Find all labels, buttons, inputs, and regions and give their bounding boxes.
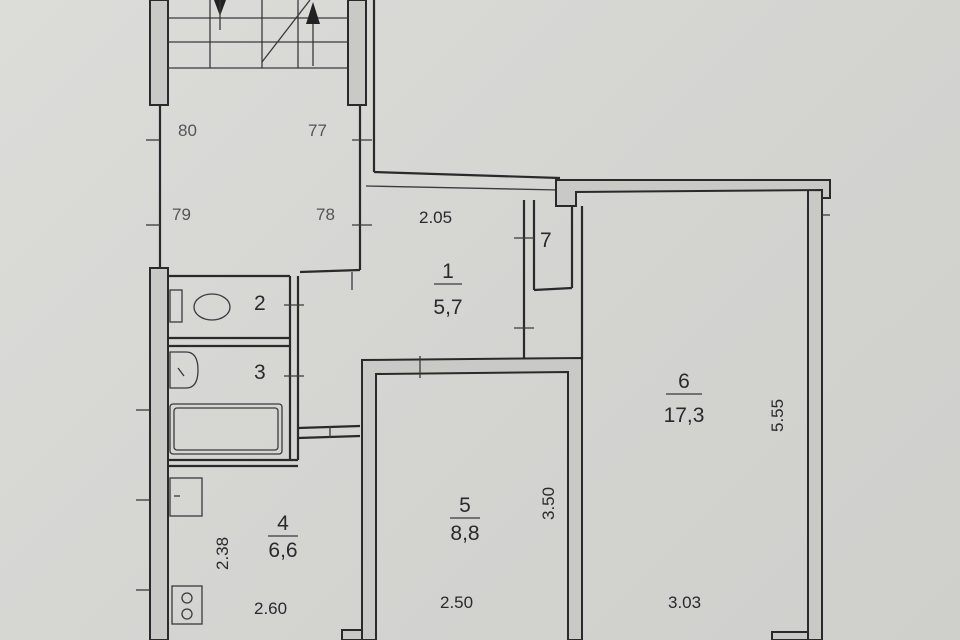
- north-wall-room6: [555, 179, 831, 207]
- toilet-icon: [169, 289, 231, 323]
- stair-wall-left: [149, 0, 169, 106]
- dimension-room6-length: 5.55: [768, 399, 787, 432]
- room-5-number: 5: [459, 494, 471, 517]
- room-4-number: 4: [277, 512, 289, 535]
- room-4-area: 6,6: [268, 539, 297, 562]
- room-5-area: 8,8: [450, 522, 479, 545]
- room-5: 5 8,8 3.50 2.50: [361, 356, 583, 640]
- staircase: [149, 0, 367, 106]
- arrow-up-icon: [306, 2, 320, 24]
- dimension-room4-width: 2.60: [254, 599, 287, 618]
- hall-and-closet: 2.05 1 5,7 7: [299, 200, 574, 360]
- sink-icon: [169, 351, 199, 389]
- stove-icon: [171, 585, 203, 625]
- room-7-number: 7: [540, 229, 552, 252]
- room-6-area: 17,3: [664, 404, 705, 427]
- apartment-number-77: 77: [308, 121, 327, 140]
- bathtub-icon: [169, 403, 283, 455]
- dimension-room5-width: 2.50: [440, 593, 473, 612]
- room-1-number: 1: [442, 260, 454, 283]
- room-6-number: 6: [678, 370, 690, 393]
- room-1-area: 5,7: [433, 296, 462, 319]
- dimension-room6-width: 3.03: [668, 593, 701, 612]
- wet-rooms: 2 3: [168, 274, 304, 468]
- east-wall: [807, 189, 823, 640]
- dimension-room4-length: 2.38: [213, 537, 232, 570]
- west-wall: [149, 267, 169, 640]
- stair-wall-right: [347, 0, 367, 106]
- room-2-number: 2: [254, 292, 266, 315]
- room-5-walls: [361, 356, 583, 640]
- landing: 80 77 79 78: [146, 0, 561, 270]
- kitchen-sink-icon: [169, 477, 203, 517]
- dimension-room5-length: 3.50: [539, 487, 558, 520]
- apartment-number-78: 78: [316, 205, 335, 224]
- apartment-number-79: 79: [172, 205, 191, 224]
- dimension-hall-width: 2.05: [419, 208, 452, 227]
- room-3-number: 3: [254, 361, 266, 384]
- apartment-walls: [136, 179, 831, 640]
- apartment-number-80: 80: [178, 121, 197, 140]
- room-6: 6 17,3 5.55 3.03: [580, 206, 809, 640]
- kitchen: 4 6,6 2.38 2.60: [169, 424, 365, 640]
